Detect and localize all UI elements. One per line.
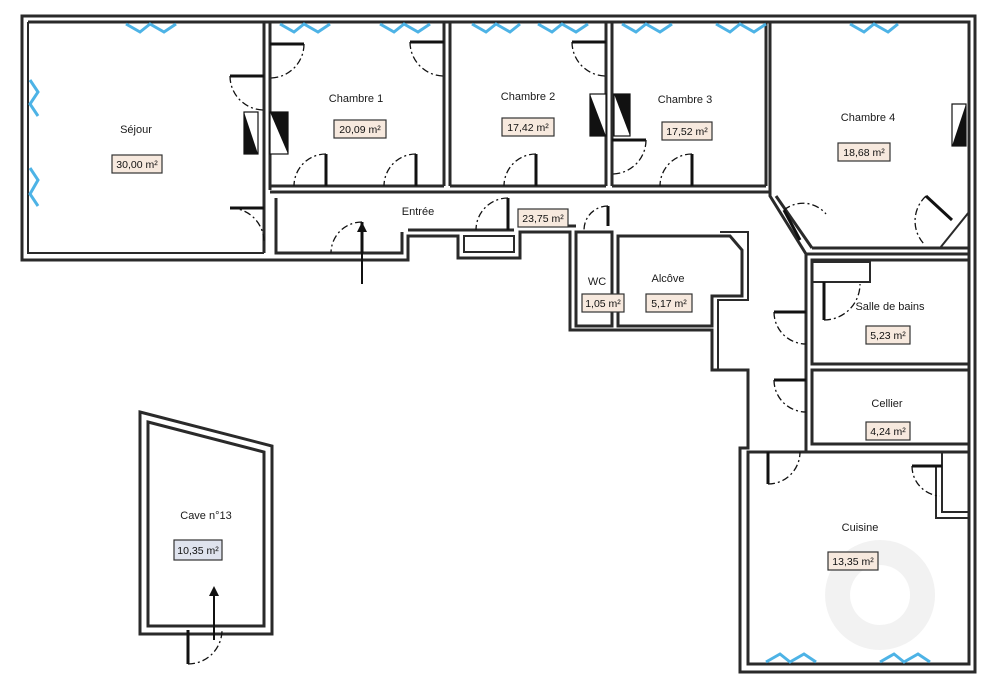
room-wc: WC 1,05 m²	[581, 276, 625, 313]
room-area: 17,52 m²	[666, 126, 708, 138]
room-name: Chambre 4	[841, 112, 895, 124]
room-name: WC	[588, 276, 606, 288]
room-area: 18,68 m²	[843, 147, 885, 159]
room-name: Salle de bains	[855, 301, 925, 313]
room-area: 4,24 m²	[870, 426, 906, 438]
room-area: 30,00 m²	[116, 159, 158, 171]
room-chambre4: Chambre 4 18,68 m²	[837, 112, 895, 162]
room-name: Séjour	[120, 124, 152, 136]
room-area: 17,42 m²	[507, 122, 549, 134]
room-name: Chambre 2	[501, 91, 555, 103]
room-name: Chambre 1	[329, 93, 383, 105]
radiator-chambre2	[589, 93, 607, 137]
room-chambre3: Chambre 3 17,52 m²	[658, 94, 713, 141]
room-alcove: Alcôve 5,17 m²	[645, 273, 693, 313]
room-name: Alcôve	[651, 273, 684, 285]
room-area: 1,05 m²	[585, 298, 621, 310]
radiator-sejour	[243, 111, 259, 155]
room-salle-de-bains: Salle de bains 5,23 m²	[855, 301, 925, 345]
room-cave: Cave n°13 10,35 m²	[173, 510, 232, 561]
room-area: 10,35 m²	[177, 545, 219, 557]
radiator-chambre1	[269, 111, 289, 155]
room-area: 13,35 m²	[832, 556, 874, 568]
windows	[28, 22, 931, 664]
room-area: 5,17 m²	[651, 298, 687, 310]
room-name: Entrée	[402, 206, 434, 218]
room-name: Chambre 3	[658, 94, 712, 106]
room-sejour: Séjour 30,00 m²	[111, 124, 163, 174]
room-cuisine: Cuisine 13,35 m²	[827, 522, 879, 571]
room-name: Cellier	[871, 398, 903, 410]
entry-arrow	[357, 222, 367, 284]
room-cellier: Cellier 4,24 m²	[865, 398, 911, 441]
room-chambre2: Chambre 2 17,42 m²	[501, 91, 555, 137]
doors	[186, 40, 954, 665]
cave-entry-arrow	[209, 586, 219, 640]
cave-walls	[138, 410, 274, 636]
room-name: Cave n°13	[180, 510, 232, 522]
room-area: 20,09 m²	[339, 124, 381, 136]
room-entree: Entrée 23,75 m²	[402, 206, 569, 228]
room-area: 5,23 m²	[870, 330, 906, 342]
radiators	[243, 93, 967, 155]
radiator-chambre4	[951, 103, 967, 147]
room-chambre1: Chambre 1 20,09 m²	[329, 93, 387, 139]
radiator-chambre3	[613, 93, 631, 137]
room-area: 23,75 m²	[522, 213, 564, 225]
room-name: Cuisine	[842, 522, 879, 534]
